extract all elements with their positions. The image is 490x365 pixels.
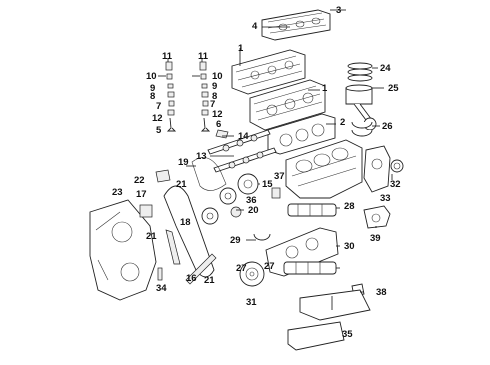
piston-rings xyxy=(347,62,373,82)
callout-11: 11 xyxy=(198,51,209,62)
callout-36: 36 xyxy=(246,195,257,206)
cylinder-head-upper xyxy=(231,49,306,95)
callout-19: 19 xyxy=(178,157,189,168)
callout-18: 18 xyxy=(180,217,191,228)
callout-1: 1 xyxy=(322,83,328,94)
front-seal xyxy=(390,159,404,173)
callout-37: 37 xyxy=(274,171,285,182)
callout-7: 7 xyxy=(156,101,162,112)
main-bearings xyxy=(287,203,337,217)
leader-lines xyxy=(158,9,393,310)
timing-cover-right xyxy=(363,145,391,193)
cylinder-head-lower xyxy=(249,79,326,131)
callout-14: 14 xyxy=(238,131,249,142)
callout-10: 10 xyxy=(212,71,223,82)
crank-pulley xyxy=(239,261,265,287)
callout-17: 17 xyxy=(136,189,147,200)
callout-10: 10 xyxy=(146,71,157,82)
callout-9: 9 xyxy=(150,83,156,94)
callout-1: 1 xyxy=(238,43,244,54)
callout-38: 38 xyxy=(376,287,387,298)
callout-27: 27 xyxy=(236,263,247,274)
callout-21: 21 xyxy=(204,275,215,286)
callout-22: 22 xyxy=(134,175,145,186)
valve-train-left xyxy=(165,61,177,132)
chain-tensioner xyxy=(139,204,153,218)
callout-35: 35 xyxy=(342,329,353,340)
callout-28: 28 xyxy=(344,201,355,212)
rod-bearing xyxy=(351,121,373,137)
callout-11: 11 xyxy=(162,51,173,62)
camshafts xyxy=(207,129,277,173)
thrust-washer xyxy=(253,233,271,241)
callout-26: 26 xyxy=(382,121,393,132)
callout-33: 33 xyxy=(380,193,391,204)
callout-12: 12 xyxy=(152,113,163,124)
callout-12: 12 xyxy=(212,109,223,120)
chain-guides xyxy=(165,229,217,285)
lower-main-bearings xyxy=(283,261,337,275)
callout-7: 7 xyxy=(210,99,216,110)
callout-4: 4 xyxy=(252,21,258,32)
callout-27b: 27 xyxy=(264,261,275,272)
valve-train-right xyxy=(199,61,211,132)
idler xyxy=(230,206,242,218)
callout-8: 8 xyxy=(150,91,156,102)
valve-cover xyxy=(261,9,331,41)
callout-25: 25 xyxy=(388,83,399,94)
callout-8: 8 xyxy=(212,91,218,102)
callout-5: 5 xyxy=(156,125,162,136)
callout-3: 3 xyxy=(336,5,342,16)
bolt xyxy=(157,267,163,281)
engine-block xyxy=(285,139,363,199)
front-timing-cover xyxy=(89,199,157,301)
callout-6: 6 xyxy=(216,119,222,130)
callout-21: 21 xyxy=(146,231,157,242)
bracket xyxy=(155,169,171,183)
callout-29: 29 xyxy=(230,235,241,246)
callout-16: 16 xyxy=(186,273,197,284)
callout-31: 31 xyxy=(246,297,257,308)
oil-pump xyxy=(363,205,391,229)
callout-23: 23 xyxy=(112,187,123,198)
oil-pan xyxy=(287,289,371,351)
callout-34: 34 xyxy=(156,283,167,294)
callout-30: 30 xyxy=(344,241,355,252)
callout-2: 2 xyxy=(340,117,346,128)
callout-20: 20 xyxy=(248,205,259,216)
sensor xyxy=(271,187,281,199)
callout-39: 39 xyxy=(370,233,381,244)
callout-21: 21 xyxy=(176,179,187,190)
callout-9: 9 xyxy=(212,81,218,92)
callout-32: 32 xyxy=(390,179,401,190)
cam-sprockets xyxy=(201,173,259,225)
callout-15: 15 xyxy=(262,179,273,190)
callout-24: 24 xyxy=(380,63,391,74)
callout-13: 13 xyxy=(196,151,207,162)
